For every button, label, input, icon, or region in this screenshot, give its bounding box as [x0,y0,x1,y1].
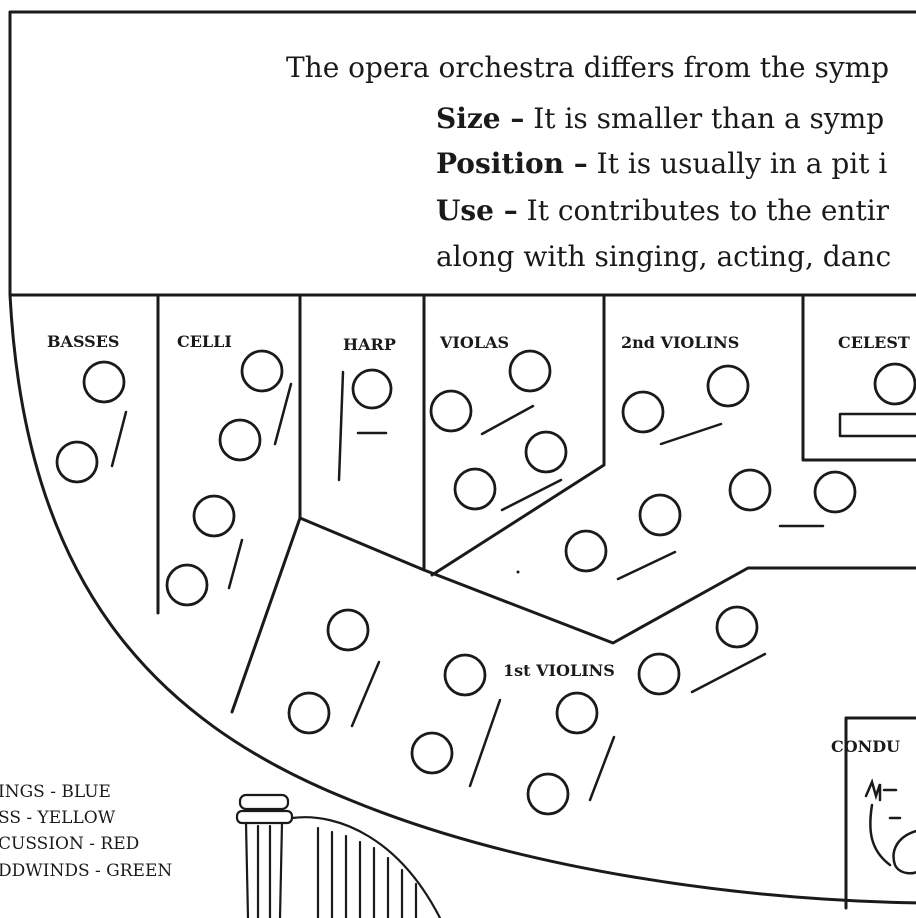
celli-chair [192,494,236,538]
second-violins-stand [616,550,677,581]
stray-mark [516,570,520,574]
intro-item-size: Size – It is smaller than a symp [436,102,884,135]
conductor-box [844,716,916,910]
celli-chair [165,563,209,607]
basses-chair [82,360,126,404]
divider-secondviolins-celeste [801,293,916,462]
second-violins-chair [638,493,682,537]
first-violins-stand [690,652,767,694]
orchestra-pit-outline [8,293,916,905]
label-second-violins: 2nd VIOLINS [621,333,739,352]
celli-bow [273,382,293,446]
second-violins-stand [659,422,723,446]
label-first-violins: 1st VIOLINS [503,661,615,680]
celli-bow [227,538,244,590]
violas-chair [453,467,497,511]
second-violins-chair [621,390,665,434]
harp-illustration [235,793,442,918]
harp-chair [351,368,393,410]
label-harp: HARP [343,335,396,354]
basses-bow [110,410,128,468]
violas-chair [508,349,552,393]
legend-woodwinds: DDWINDS - GREEN [0,861,172,881]
first-violins-chair [555,691,599,735]
intro-desc-use: It contributes to the entir [518,194,890,227]
celeste-keyboard [838,412,916,438]
first-violins-chair [287,691,331,735]
intro-term-use: Use – [436,194,518,227]
second-violins-chair [706,364,750,408]
violas-stand [500,478,563,512]
harp-strings [337,370,345,482]
first-violins-stand [350,660,381,728]
divider-violas-secondviolins [430,293,606,577]
celli-chair [240,349,284,393]
first-violins-chair [410,731,454,775]
divider-celli-lower [230,516,302,714]
conductor-figure [864,778,916,875]
first-violins-chair [526,772,570,816]
celeste-chair [873,362,916,406]
intro-box [8,10,916,297]
legend-percussion: CUSSION - RED [0,834,139,854]
violas-stand [480,404,535,436]
second-violins-chair [813,470,857,514]
label-celeste: CELEST [838,333,910,352]
label-basses: BASSES [47,332,119,351]
label-violas: VIOLAS [439,333,509,352]
violas-chair [429,389,473,433]
first-violins-stand [588,735,616,802]
legend-strings: INGS - BLUE [0,782,111,802]
intro-desc-position: It is usually in a pit i [588,147,888,180]
intro-item-position: Position – It is usually in a pit i [436,147,887,180]
second-violins-chair [564,529,608,573]
intro-item-use: Use – It contributes to the entir [436,194,890,227]
intro-term-size: Size – [436,102,524,135]
first-violins-chair [443,653,487,697]
intro-line-1: The opera orchestra differs from the sym… [286,51,889,84]
divider-harp-firstviolins [298,516,916,645]
intro-term-position: Position – [436,147,588,180]
first-violins-chair [637,652,681,696]
first-violins-stand [468,698,502,788]
first-violins-chair [326,608,370,652]
first-violins-chair [715,605,759,649]
label-celli: CELLI [177,332,232,351]
second-violins-chair [728,468,772,512]
violas-chair [524,430,568,474]
celli-chair [218,418,262,462]
basses-chair [55,440,99,484]
legend-brass: SS - YELLOW [0,808,116,828]
label-conductor: CONDU [831,737,900,756]
intro-desc-size: It is smaller than a symp [524,102,884,135]
intro-line-5: along with singing, acting, danc [436,240,891,273]
